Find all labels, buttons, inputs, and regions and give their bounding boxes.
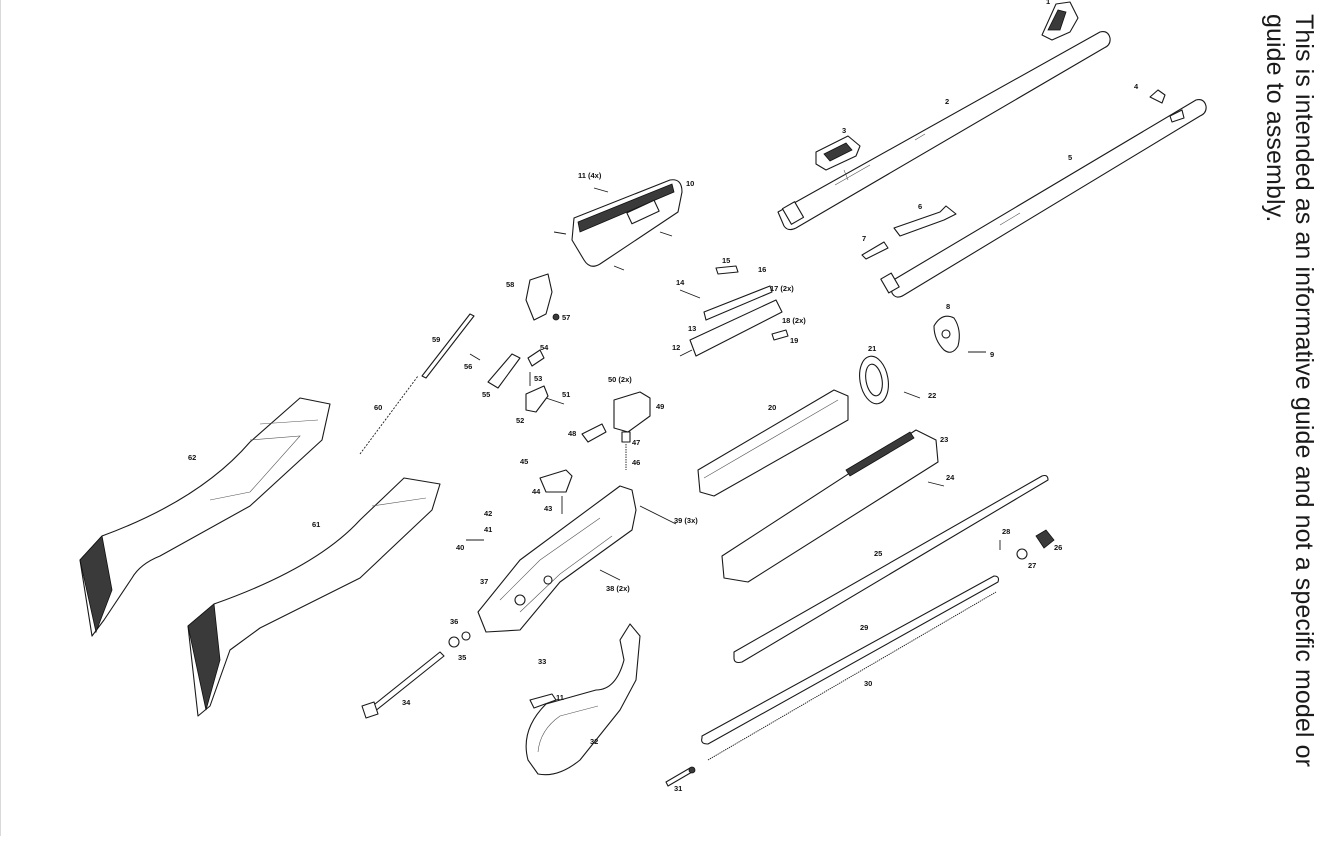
part-ejector <box>581 391 651 470</box>
callout-54: 54 <box>540 343 549 352</box>
callout-11: 11 <box>556 693 564 702</box>
part-forend-cap <box>933 315 986 353</box>
callout-8: 8 <box>946 302 950 311</box>
callout-40: 40 <box>456 543 464 552</box>
callout-50-2x: 50 (2x) <box>608 375 632 384</box>
part-inner-tube <box>701 575 1000 745</box>
callout-38-2x: 38 (2x) <box>606 584 630 593</box>
callout-18-2x: 18 (2x) <box>782 316 806 325</box>
callout-17-2x: 17 (2x) <box>770 284 794 293</box>
callout-43: 43 <box>544 504 552 513</box>
callout-39-3x: 39 (3x) <box>674 516 698 525</box>
part-receiver <box>466 485 677 633</box>
callout-2: 2 <box>945 97 949 106</box>
callout-22: 22 <box>928 391 936 400</box>
callout-51: 51 <box>562 390 570 399</box>
callout-27: 27 <box>1028 561 1036 570</box>
part-barrel <box>777 1 1111 231</box>
callout-55: 55 <box>482 390 490 399</box>
callout-19: 19 <box>790 336 798 345</box>
callout-14: 14 <box>676 278 685 287</box>
callout-9: 9 <box>990 350 994 359</box>
callout-25: 25 <box>874 549 882 558</box>
callout-16: 16 <box>758 265 766 274</box>
callout-57: 57 <box>562 313 570 322</box>
callout-24: 24 <box>946 473 955 482</box>
callout-34: 34 <box>402 698 411 707</box>
callout-28: 28 <box>1002 527 1010 536</box>
callout-37: 37 <box>480 577 488 586</box>
part-receiver-cover <box>553 179 683 271</box>
part-mainspring <box>359 375 419 455</box>
callout-23: 23 <box>940 435 948 444</box>
callout-31: 31 <box>674 784 682 793</box>
callout-56: 56 <box>464 362 472 371</box>
callout-12: 12 <box>672 343 680 352</box>
part-hammer-spring-guide <box>421 313 475 379</box>
callout-3: 3 <box>842 126 846 135</box>
callout-11-4x: 11 (4x) <box>578 171 602 180</box>
callout-26: 26 <box>1054 543 1062 552</box>
callout-36: 36 <box>450 617 458 626</box>
part-carrier <box>539 469 573 514</box>
callout-41: 41 <box>484 525 492 534</box>
disclaimer-text: This is intended as an informative guide… <box>1261 14 1318 768</box>
callout-13: 13 <box>688 324 696 333</box>
callout-32: 32 <box>590 737 598 746</box>
part-stock-lower <box>187 477 441 717</box>
part-bolt <box>679 265 789 357</box>
callout-42: 42 <box>484 509 492 518</box>
part-stock-upper <box>79 397 331 637</box>
part-magazine-spring <box>707 591 997 761</box>
callout-21: 21 <box>868 344 876 353</box>
callout-44: 44 <box>532 487 541 496</box>
part-stock-bolt <box>361 631 471 719</box>
part-forend-lower <box>721 429 945 583</box>
part-magazine-tube <box>880 89 1207 298</box>
callout-7: 7 <box>862 234 866 243</box>
part-screw <box>665 766 696 787</box>
callout-15: 15 <box>722 256 730 265</box>
part-forend <box>697 389 849 497</box>
callout-60: 60 <box>374 403 382 412</box>
callout-4: 4 <box>1134 82 1139 91</box>
callout-62: 62 <box>188 453 196 462</box>
part-hammer <box>525 273 560 321</box>
left-border <box>0 0 1 836</box>
part-rear-sight <box>815 135 861 181</box>
callout-49: 49 <box>656 402 664 411</box>
callout-47: 47 <box>632 438 640 447</box>
callout-5: 5 <box>1068 153 1072 162</box>
part-trigger-group <box>469 349 565 413</box>
part-mag-plug <box>861 205 957 260</box>
callout-59: 59 <box>432 335 440 344</box>
callout-6: 6 <box>918 202 922 211</box>
callout-52: 52 <box>516 416 524 425</box>
disclaimer-note: This is intended as an informative guide… <box>1248 14 1318 826</box>
callout-58: 58 <box>506 280 514 289</box>
callout-30: 30 <box>864 679 872 688</box>
callout-29: 29 <box>860 623 868 632</box>
callout-46: 46 <box>632 458 640 467</box>
part-tube-cap <box>999 529 1055 560</box>
callout-61: 61 <box>312 520 320 529</box>
callout-48: 48 <box>568 429 576 438</box>
callout-35: 35 <box>458 653 466 662</box>
part-lever <box>525 623 641 776</box>
callout-33: 33 <box>538 657 546 666</box>
callout-53: 53 <box>534 374 542 383</box>
callout-1: 1 <box>1046 0 1050 6</box>
callout-45: 45 <box>520 457 528 466</box>
part-barrel-band <box>859 355 921 405</box>
callout-20: 20 <box>768 403 776 412</box>
callout-10: 10 <box>686 179 694 188</box>
part-outer-tube <box>733 474 1049 664</box>
